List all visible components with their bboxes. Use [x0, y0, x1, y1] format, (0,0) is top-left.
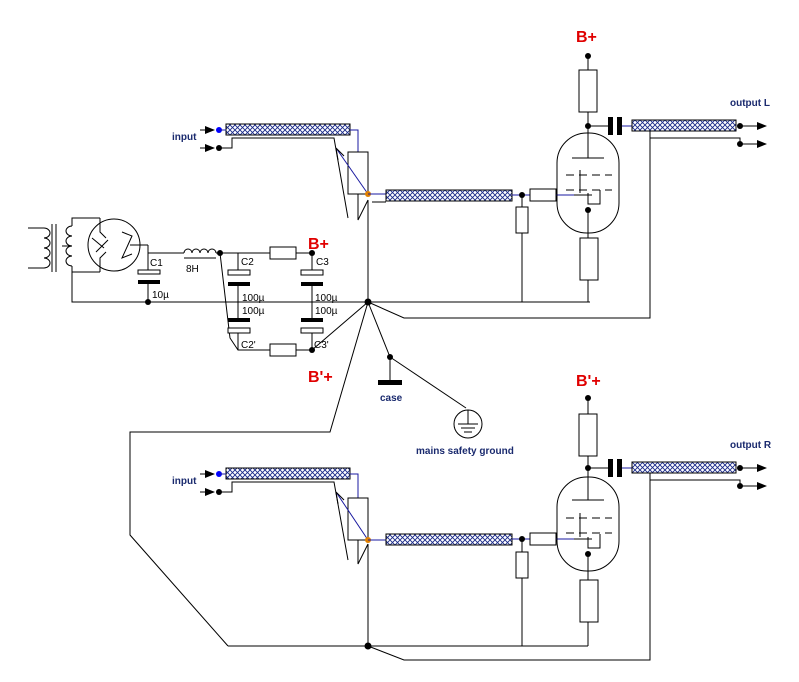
label-c3-value-b: 100µ	[315, 306, 338, 317]
triode-tube-top-icon	[556, 132, 620, 238]
plate-resistor-top	[578, 69, 598, 113]
shielded-cable-output-bottom	[631, 461, 737, 474]
coupling-cap-bottom-icon	[608, 459, 613, 477]
volume-pot-bottom	[335, 491, 371, 565]
mains-ground-icon	[453, 409, 483, 439]
label-output-right: output R	[730, 440, 772, 451]
label-case: case	[380, 393, 403, 404]
label-c1-value: 10µ	[152, 290, 169, 301]
shielded-cable-input-bottom	[225, 467, 351, 480]
capacitor-c3: C3 100µ	[300, 253, 338, 304]
volume-pot-top	[335, 147, 371, 221]
label-c2-value-a: 100µ	[242, 293, 265, 304]
label-c3-value-a: 100µ	[315, 293, 338, 304]
star-ground: case mains safety ground	[129, 128, 651, 647]
capacitor-c2: C2 100µ	[227, 253, 265, 304]
channel-right: input	[172, 373, 772, 661]
label-input-top: input	[172, 132, 197, 143]
label-b-prime-plus-right: B'+	[576, 373, 601, 390]
label-b-plus-top: B+	[576, 29, 597, 46]
case-ground-icon	[378, 380, 402, 385]
cathode-resistor-bottom	[579, 579, 599, 623]
power-supply: C1 10µ 8H C2 100µ	[28, 217, 368, 386]
shielded-cable-output-top	[631, 119, 737, 132]
cathode-resistor-top	[579, 237, 599, 281]
choke-icon: 8H	[148, 248, 270, 275]
label-choke: 8H	[186, 264, 199, 275]
label-c2-prime: C2'	[241, 340, 256, 351]
label-input-bottom: input	[172, 476, 197, 487]
channel-left: input	[172, 29, 770, 303]
shielded-cable-input-top	[225, 123, 351, 136]
label-c2: C2	[241, 257, 254, 268]
shielded-cable-grid-top	[385, 189, 513, 202]
capacitor-c3-prime: 100µ C3'	[300, 302, 338, 351]
label-c1: C1	[150, 258, 163, 269]
resistor-supply-top	[269, 246, 297, 260]
label-c3: C3	[316, 257, 329, 268]
grid-stopper-bottom	[529, 532, 557, 546]
label-c2-value-b: 100µ	[242, 306, 265, 317]
resistor-supply-bottom	[269, 343, 297, 357]
label-output-left: output L	[730, 98, 770, 109]
coupling-cap-top-icon	[608, 117, 613, 135]
label-b-prime-plus-left: B'+	[308, 369, 333, 386]
label-c3-prime: C3'	[314, 340, 329, 351]
plate-resistor-bottom	[578, 413, 598, 457]
grid-resistor-bottom	[515, 551, 529, 579]
label-mains-ground: mains safety ground	[416, 446, 514, 457]
label-b-plus-mid: B+	[308, 236, 329, 253]
transformer-icon	[28, 217, 100, 273]
triode-tube-bottom-icon	[556, 476, 620, 580]
grid-stopper-top	[529, 188, 557, 202]
capacitor-c1: C1 10µ	[137, 245, 169, 305]
rectifier-tube-icon	[87, 218, 148, 272]
shielded-cable-grid-bottom	[385, 533, 513, 546]
grid-resistor-top	[515, 206, 529, 234]
capacitor-c2-prime: 100µ C2'	[227, 302, 265, 351]
